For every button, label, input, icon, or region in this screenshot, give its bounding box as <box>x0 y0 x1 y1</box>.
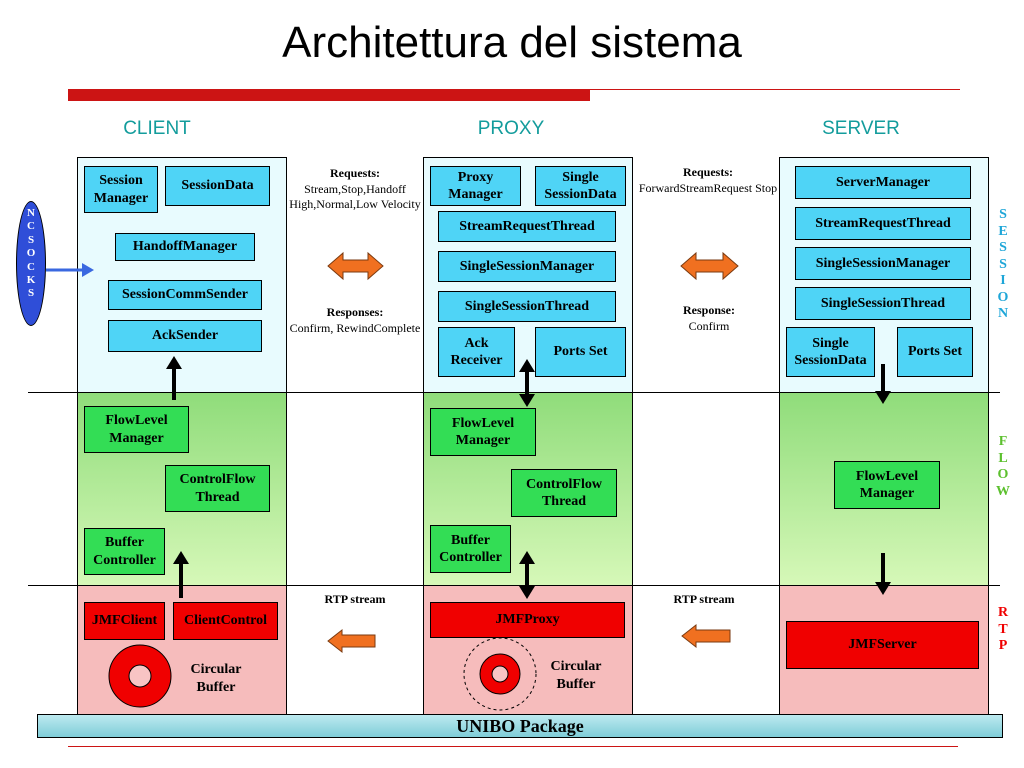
server-stream-request-thread-box: StreamRequestThread <box>795 207 971 240</box>
proxy-single-session-manager-box: SingleSessionManager <box>438 251 616 282</box>
vertical-letter: T <box>998 621 1008 637</box>
client-buffer-controller-box: Buffer Controller <box>84 528 165 575</box>
proxy-session-flow-double-arrow <box>519 359 535 407</box>
proxy-server-rtp-left-arrow <box>681 623 731 649</box>
slide-title: Architettura del sistema <box>282 18 742 67</box>
vertical-letter: O <box>997 467 1009 483</box>
vertical-letter: N <box>997 306 1009 322</box>
client-proxy-rtp-left-arrow <box>327 628 376 654</box>
proxy-ports-set-box: Ports Set <box>535 327 626 377</box>
proxy-jmf-proxy-box: JMFProxy <box>430 602 625 638</box>
vertical-letter: S <box>999 207 1007 222</box>
responses-text: Confirm, RewindComplete <box>289 320 421 335</box>
vertical-letter: S <box>27 287 35 300</box>
vertical-letter: F <box>998 434 1008 449</box>
vertical-letter: K <box>26 274 36 287</box>
vertical-letter: C <box>27 260 35 273</box>
proxy-flow-level-manager-box: FlowLevel Manager <box>430 408 536 456</box>
title-underline-bar <box>68 89 590 101</box>
server-single-session-data-box: Single SessionData <box>786 327 875 377</box>
client-proxy-requests-note: Requests: Stream,Stop,Handoff High,Norma… <box>288 166 422 213</box>
vertical-letter: E <box>998 223 1008 239</box>
client-proxy-orange-double-arrow <box>327 251 384 281</box>
client-flow-level-manager-box: FlowLevel Manager <box>84 406 189 453</box>
title-underline-line <box>590 89 960 90</box>
server-flow-to-rtp-arrow <box>875 553 891 595</box>
requests-title: Requests: <box>683 165 733 179</box>
vertical-letter: S <box>999 240 1007 256</box>
vertical-letter: R <box>997 605 1009 620</box>
client-circular-buffer-label: Circular Buffer <box>190 662 242 696</box>
vertical-letter: O <box>26 247 36 260</box>
vertical-letter: P <box>998 638 1008 654</box>
response-text: Confirm <box>688 318 730 333</box>
server-column-heading: SERVER <box>822 118 900 139</box>
server-single-session-thread-box: SingleSessionThread <box>795 287 971 320</box>
proxy-single-session-data-box: Single SessionData <box>535 166 626 206</box>
client-flow-to-session-arrow <box>166 356 182 400</box>
server-ports-set-box: Ports Set <box>897 327 973 377</box>
client-session-manager-box: Session Manager <box>84 166 158 213</box>
vertical-letter: C <box>27 220 35 233</box>
proxy-single-session-thread-box: SingleSessionThread <box>438 291 616 322</box>
proxy-control-flow-thread-box: ControlFlow Thread <box>511 469 617 517</box>
proxy-server-orange-double-arrow <box>680 251 739 281</box>
client-session-data-box: SessionData <box>165 166 270 206</box>
proxy-column-heading: PROXY <box>477 118 545 139</box>
flow-rtp-separator <box>28 585 1000 586</box>
unibo-package-bar: UNIBO Package <box>37 714 1003 738</box>
vertical-letter: L <box>998 450 1008 466</box>
server-session-to-flow-arrow <box>875 364 891 404</box>
vertical-letter: S <box>27 233 35 246</box>
server-jmf-server-box: JMFServer <box>786 621 979 669</box>
ncsocks-ellipse <box>16 201 46 326</box>
vertical-letter: I <box>1000 273 1006 289</box>
proxy-circular-buffer-ring <box>463 637 537 711</box>
client-proxy-responses-note: Responses: Confirm, RewindComplete <box>288 305 422 336</box>
vertical-letter: S <box>999 256 1007 272</box>
proxy-buffer-controller-box: Buffer Controller <box>430 525 511 573</box>
requests-title: Requests: <box>330 166 380 180</box>
vertical-letter: N <box>27 207 35 219</box>
footer-line <box>68 746 958 747</box>
responses-title: Responses: <box>326 305 384 319</box>
session-flow-separator <box>28 392 1000 393</box>
client-handoff-manager-box: HandoffManager <box>115 233 255 261</box>
server-single-session-manager-box: SingleSessionManager <box>795 247 971 280</box>
ncsocks-to-client-arrow <box>46 263 94 277</box>
client-control-flow-thread-box: ControlFlow Thread <box>165 465 270 512</box>
proxy-circular-buffer-label: Circular Buffer <box>550 659 602 693</box>
response-title: Response: <box>682 303 735 317</box>
client-column-heading: CLIENT <box>123 118 191 139</box>
proxy-manager-box: Proxy Manager <box>430 166 521 206</box>
client-proxy-rtp-label: RTP stream <box>324 592 386 606</box>
client-rtp-to-flow-arrow <box>173 551 189 598</box>
proxy-server-response-note: Response: Confirm <box>644 303 774 334</box>
server-manager-box: ServerManager <box>795 166 971 199</box>
client-jmf-client-box: JMFClient <box>84 602 165 640</box>
client-session-comm-sender-box: SessionCommSender <box>108 280 262 310</box>
proxy-server-requests-note: Requests: ForwardStreamRequest Stop <box>636 165 780 196</box>
proxy-ack-receiver-box: Ack Receiver <box>438 327 515 377</box>
requests-text: ForwardStreamRequest Stop <box>638 180 778 195</box>
proxy-flow-rtp-double-arrow <box>519 551 535 599</box>
requests-text: Stream,Stop,Handoff High,Normal,Low Velo… <box>289 181 421 212</box>
server-flow-level-manager-box: FlowLevel Manager <box>834 461 940 509</box>
client-client-control-box: ClientControl <box>173 602 278 640</box>
proxy-stream-request-thread-box: StreamRequestThread <box>438 211 616 242</box>
client-circular-buffer-ring <box>108 644 172 708</box>
vertical-letter: W <box>996 483 1010 499</box>
client-ack-sender-box: AckSender <box>108 320 262 352</box>
vertical-letter: O <box>997 289 1009 305</box>
proxy-server-rtp-label: RTP stream <box>673 592 735 606</box>
